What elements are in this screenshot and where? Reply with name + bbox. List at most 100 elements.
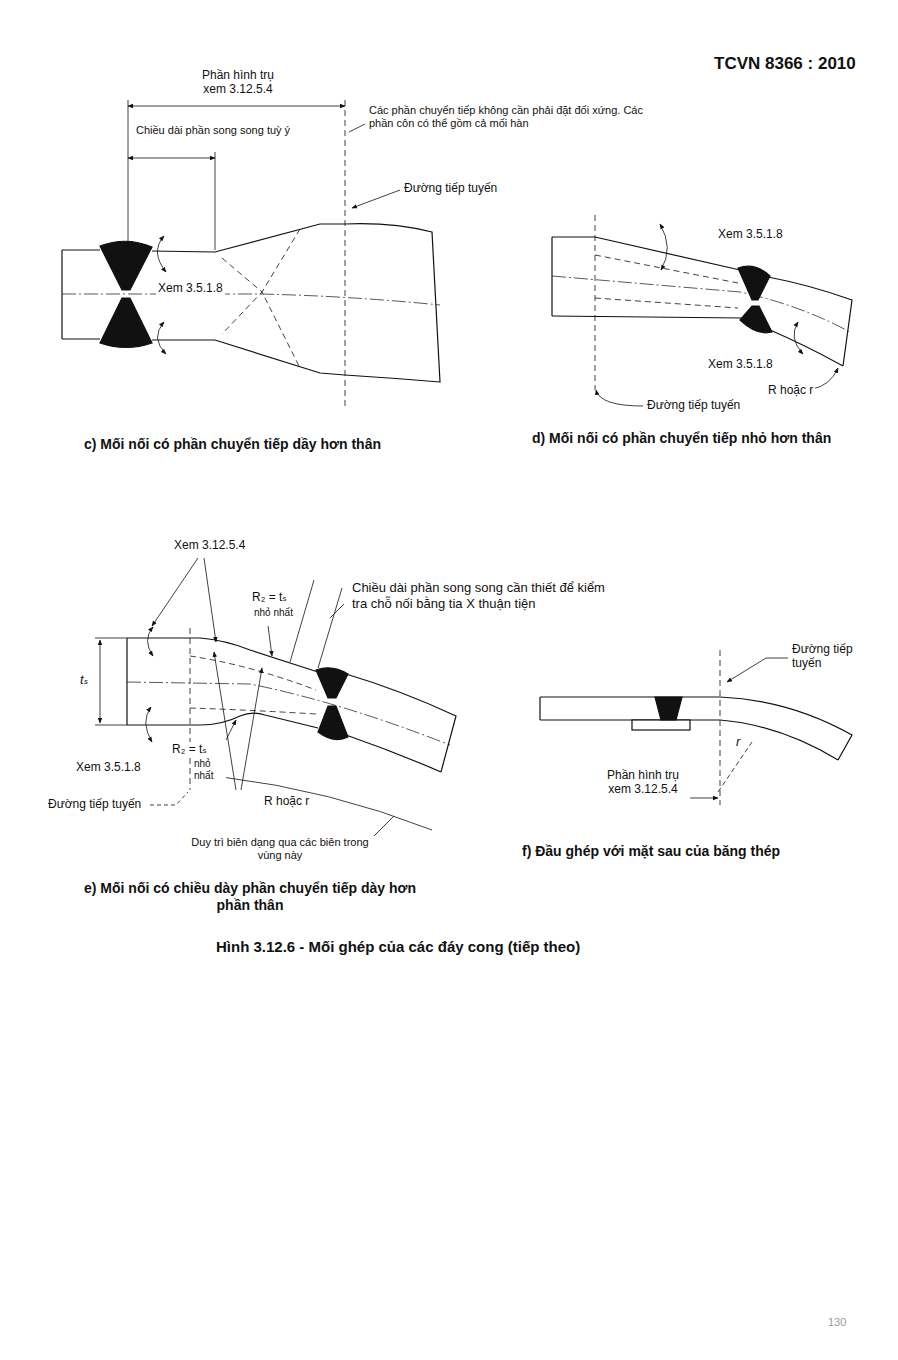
drawing-stroke [157, 236, 166, 272]
drawing-stroke [540, 697, 852, 760]
radius-label: R hoặc r [262, 794, 311, 808]
leader-label: Đường tiếp tuyến [645, 398, 742, 412]
drawing-stroke [345, 100, 346, 410]
angle-reference: Xem 3.5.1.8 [74, 760, 143, 774]
drawing-stroke [552, 316, 742, 318]
drawing-stroke [95, 725, 127, 726]
drawing-stroke [190, 708, 316, 714]
angle-reference: Xem 3.5.1.8 [706, 357, 775, 371]
drawing-stroke [190, 656, 316, 690]
drawing-stroke [595, 298, 738, 308]
drawing-stroke [346, 674, 456, 772]
drawing-stroke [727, 658, 788, 682]
drawing-stroke [148, 627, 154, 656]
weld-fill [316, 668, 348, 698]
drawing-stroke [61, 250, 62, 339]
weld-fill [100, 241, 152, 290]
drawing-stroke [222, 258, 262, 334]
drawing-stroke [62, 249, 100, 250]
drawing-stroke [127, 682, 450, 745]
drawing-stroke [152, 224, 440, 382]
radius-symbol: r [734, 734, 742, 750]
dimension-label: Phần hình trụ xem 3.12.5.4 [598, 768, 688, 797]
drawing-stroke [268, 626, 272, 656]
figure-subcaption: e) Mối nối có chiều dày phần chuyển tiếp… [64, 880, 436, 914]
drawing-stroke [127, 638, 318, 672]
leader-label: Đường tiếp tuyến [46, 797, 143, 811]
drawing-stroke [540, 720, 838, 760]
drawing-stroke [551, 237, 552, 316]
drawing-stroke [660, 224, 667, 270]
drawing-stroke [720, 650, 721, 805]
drawing-stroke [262, 229, 300, 368]
drawing-stroke [290, 580, 314, 662]
weld-fill [740, 306, 772, 333]
joint-f-drawing [540, 650, 852, 805]
figure-caption: Hình 3.12.6 - Mối ghép của các đáy cong … [214, 938, 582, 956]
weld-fill [100, 298, 152, 348]
leader-label: Đường tiếp tuyến [790, 642, 874, 671]
drawing-stroke [215, 152, 216, 250]
drawing-stroke [62, 338, 100, 339]
joint-c-drawing [62, 100, 440, 410]
reference-label: Xem 3.12.5.4 [172, 538, 247, 552]
drawing-stroke [128, 158, 215, 159]
drawing-stroke [150, 792, 188, 805]
dimension-label: Chiều dài phần song song tuỳ ý [134, 124, 292, 137]
joint-d-drawing [552, 215, 852, 406]
drawing-stroke [95, 638, 127, 639]
weld-fill [318, 706, 348, 740]
drawing-stroke [690, 798, 718, 799]
note-text: Duy trì biên dạng qua các biên trong vùn… [180, 836, 380, 862]
drawing-stroke [768, 277, 852, 366]
drawing-stroke [190, 628, 191, 790]
drawing-stroke [62, 294, 440, 305]
drawing-stroke [812, 368, 838, 389]
angle-reference: Xem 3.5.1.8 [716, 227, 785, 241]
drawing-stroke [318, 588, 342, 668]
drawing-stroke [330, 604, 344, 618]
dimension-label: Phần hình trụ xem 3.12.5.4 [190, 68, 286, 97]
drawing-stroke [346, 735, 441, 772]
drawing-stroke [595, 215, 596, 390]
radius-label: R₂ = tₛ [250, 590, 289, 604]
figure-subcaption: f) Đầu ghép với mặt sau của băng thép [520, 843, 782, 860]
figure-subcaption: d) Mối nối có phần chuyển tiếp nhỏ hơn t… [530, 430, 833, 447]
drawing-stroke [632, 720, 690, 730]
drawing-stroke [539, 697, 540, 720]
drawing-stroke [146, 707, 152, 742]
radius-label: R hoặc r [766, 383, 815, 397]
drawing-stroke [204, 558, 216, 642]
drawing-stroke [352, 190, 400, 208]
drawing-stroke [128, 106, 345, 107]
drawing-stroke [127, 713, 318, 728]
drawing-stroke [128, 100, 129, 245]
drawing-stroke [126, 638, 127, 725]
standard-header: TCVN 8366 : 2010 [712, 54, 858, 74]
note-text: Các phần chuyển tiếp không cần phải đặt … [367, 104, 647, 130]
drawing-stroke [222, 777, 432, 830]
drawing-stroke [595, 255, 738, 283]
radius-label: R₂ = tₛ [170, 742, 209, 756]
drawing-stroke [152, 558, 198, 626]
note-text: Chiều dài phần song song cần thiết để ki… [350, 580, 615, 611]
drawing-stroke [770, 330, 843, 366]
drawing-stroke [372, 816, 394, 838]
drawing-stroke [794, 322, 803, 354]
drawing-stroke [100, 640, 101, 723]
drawing-stroke [241, 668, 262, 790]
drawing-stroke [596, 390, 643, 406]
angle-reference: Xem 3.5.1.8 [156, 281, 225, 295]
thickness-symbol: tₛ [78, 672, 90, 688]
radius-note: nhỏ nhất [192, 758, 226, 782]
figure-subcaption: c) Mối nối có phần chuyển tiếp dầy hơn t… [82, 436, 383, 453]
drawing-stroke [349, 124, 365, 132]
page-number: 130 [826, 1316, 848, 1329]
drawing-stroke [157, 322, 166, 354]
leader-label: Đường tiếp tuyến [402, 181, 499, 195]
radius-note: nhỏ nhất [252, 607, 295, 619]
drawing-stroke [552, 276, 850, 332]
weld-fill [655, 697, 682, 720]
